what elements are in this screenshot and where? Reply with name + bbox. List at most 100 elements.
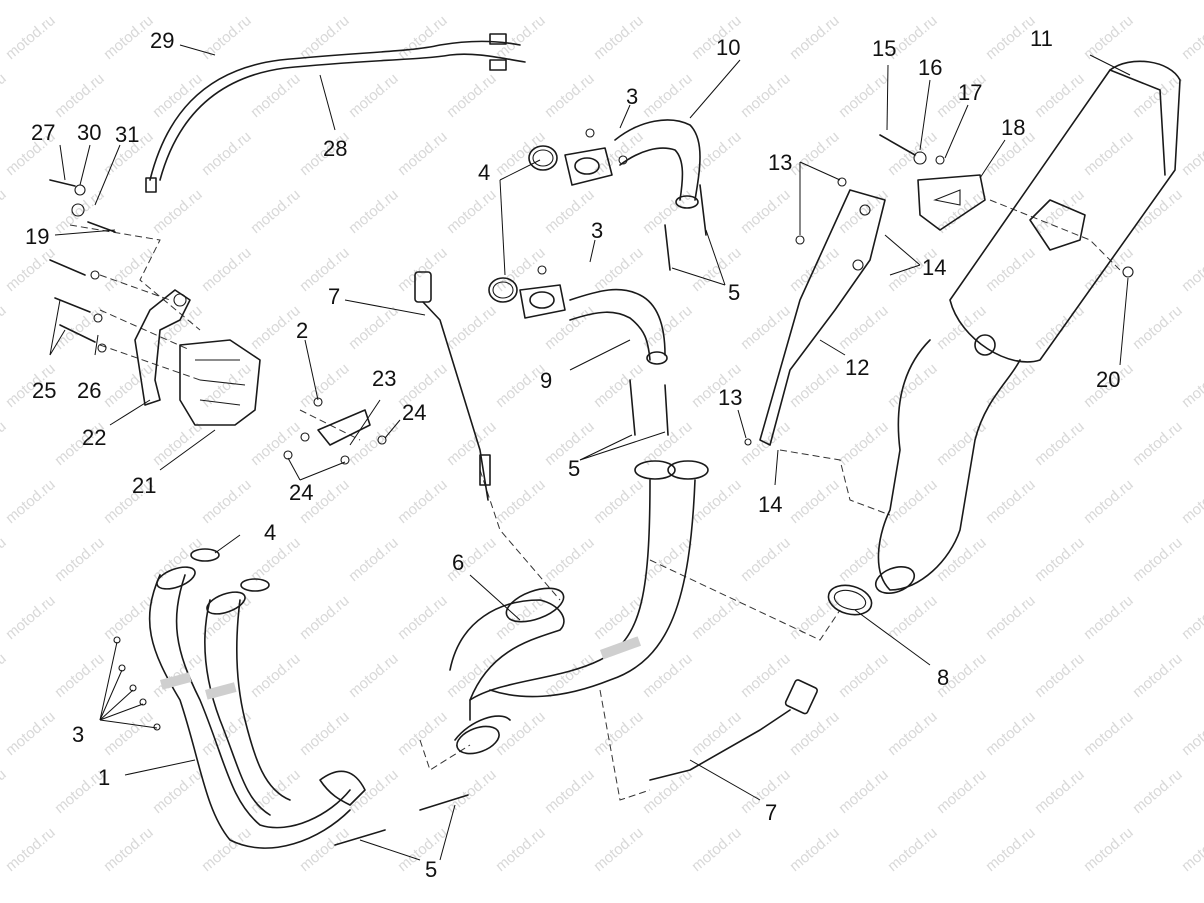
watermark-text: motod.ru	[0, 418, 10, 469]
watermark-text: motod.ru	[394, 476, 450, 527]
watermark-text: motod.ru	[1031, 418, 1087, 469]
watermark-layer: motod.ru motod.ru motod.ru motod.ru motod.ru…	[0, 12, 1204, 875]
lambda-sensors	[414, 271, 818, 781]
watermark-text: motod.ru	[1080, 12, 1136, 63]
watermark-text: motod.ru	[884, 708, 940, 759]
callout-28: 28	[323, 136, 347, 161]
callout-4: 4	[478, 160, 490, 185]
watermark-text: motod.ru	[296, 708, 352, 759]
watermark-text: motod.ru	[1178, 592, 1204, 643]
watermark-text: motod.ru	[247, 418, 303, 469]
watermark-text: motod.ru	[492, 824, 548, 875]
callout-5: 5	[568, 456, 580, 481]
callout-8: 8	[937, 665, 949, 690]
watermark-text: motod.ru	[590, 244, 646, 295]
watermark-text: motod.ru	[198, 476, 254, 527]
watermark-text: motod.ru	[443, 186, 499, 237]
callout-5: 5	[728, 280, 740, 305]
callout-4: 4	[264, 520, 276, 545]
watermark-text: motod.ru	[590, 476, 646, 527]
watermark-text: motod.ru	[835, 70, 891, 121]
springs	[334, 184, 707, 846]
watermark-text: motod.ru	[1129, 418, 1185, 469]
callout-18: 18	[1001, 115, 1025, 140]
watermark-text: motod.ru	[198, 12, 254, 63]
callout-14: 14	[922, 255, 946, 280]
watermark-text: motod.ru	[688, 708, 744, 759]
callout-13: 13	[718, 385, 742, 410]
watermark-text: motod.ru	[884, 476, 940, 527]
watermark-text: motod.ru	[443, 418, 499, 469]
watermark-text: motod.ru	[1080, 592, 1136, 643]
watermark-text: motod.ru	[933, 302, 989, 353]
watermark-text: motod.ru	[737, 70, 793, 121]
watermark-text: motod.ru	[198, 128, 254, 179]
watermark-text: motod.ru	[688, 824, 744, 875]
watermark-text: motod.ru	[394, 128, 450, 179]
callout-7: 7	[765, 800, 777, 825]
watermark-text: motod.ru	[51, 650, 107, 701]
watermark-text: motod.ru	[933, 418, 989, 469]
callout-14: 14	[758, 492, 782, 517]
watermark-text: motod.ru	[982, 244, 1038, 295]
callout-1: 1	[98, 765, 110, 790]
watermark-text: motod.ru	[443, 70, 499, 121]
watermark-text: motod.ru	[394, 244, 450, 295]
watermark-text: motod.ru	[394, 824, 450, 875]
watermark-text: motod.ru	[0, 534, 10, 585]
watermark-text: motod.ru	[394, 592, 450, 643]
watermark-text: motod.ru	[443, 650, 499, 701]
watermark-text: motod.ru	[492, 12, 548, 63]
watermark-text: motod.ru	[1031, 302, 1087, 353]
callout-15: 15	[872, 36, 896, 61]
callout-24: 24	[402, 400, 426, 425]
watermark-text: motod.ru	[933, 766, 989, 817]
watermark-text: motod.ru	[345, 766, 401, 817]
watermark-text: motod.ru	[688, 592, 744, 643]
watermark-text: motod.ru	[345, 70, 401, 121]
watermark-text: motod.ru	[296, 824, 352, 875]
callout-10: 10	[716, 35, 740, 60]
callout-12: 12	[845, 355, 869, 380]
watermark-text: motod.ru	[1178, 12, 1204, 63]
watermark-text: motod.ru	[100, 824, 156, 875]
callout-6: 6	[452, 550, 464, 575]
watermark-text: motod.ru	[541, 186, 597, 237]
callout-2: 2	[296, 318, 308, 343]
watermark-text: motod.ru	[443, 302, 499, 353]
watermark-text: motod.ru	[1129, 302, 1185, 353]
watermark-text: motod.ru	[2, 244, 58, 295]
callout-11: 11	[1030, 26, 1053, 51]
watermark-text: motod.ru	[1080, 824, 1136, 875]
watermark-text: motod.ru	[737, 302, 793, 353]
callout-20: 20	[1096, 367, 1120, 392]
watermark-text: motod.ru	[982, 476, 1038, 527]
watermark-text: motod.ru	[982, 592, 1038, 643]
silencer	[874, 60, 1181, 594]
watermark-text: motod.ru	[198, 244, 254, 295]
watermark-text: motod.ru	[737, 186, 793, 237]
callout-19: 19	[25, 224, 49, 249]
watermark-text: motod.ru	[835, 766, 891, 817]
watermark-text: motod.ru	[100, 592, 156, 643]
watermark-text: motod.ru	[835, 650, 891, 701]
watermark-text: motod.ru	[786, 708, 842, 759]
watermark-text: motod.ru	[247, 650, 303, 701]
watermark-text: motod.ru	[247, 186, 303, 237]
callout-7: 7	[328, 284, 340, 309]
gaskets	[190, 145, 558, 592]
callout-31: 31	[115, 122, 139, 147]
watermark-text: motod.ru	[541, 302, 597, 353]
callout-labels: 1 2 3 3 3 4 4 5 5 5 6 7 7 8 9 10 11 12 1…	[25, 26, 1120, 882]
watermark-text: motod.ru	[51, 534, 107, 585]
watermark-text: motod.ru	[786, 128, 842, 179]
watermark-text: motod.ru	[198, 824, 254, 875]
watermark-text: motod.ru	[2, 708, 58, 759]
watermark-text: motod.ru	[737, 534, 793, 585]
watermark-text: motod.ru	[737, 650, 793, 701]
watermark-text: motod.ru	[149, 186, 205, 237]
watermark-text: motod.ru	[1080, 476, 1136, 527]
collector-pipe	[449, 460, 709, 755]
watermark-text: motod.ru	[345, 186, 401, 237]
